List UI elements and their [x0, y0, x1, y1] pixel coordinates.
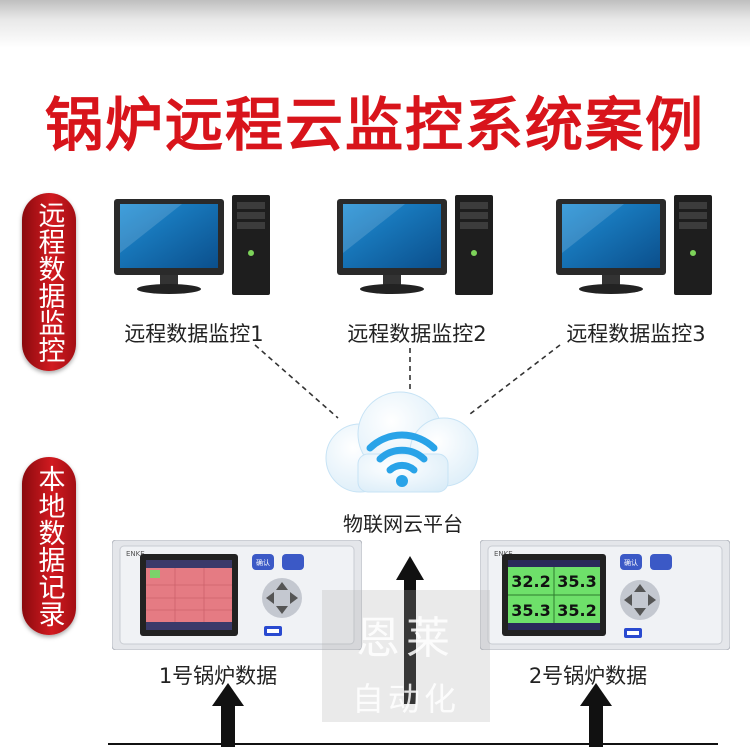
recorder-device-icon: ENKE 32.2 35.3 35.3 35.2 确认	[480, 540, 730, 650]
link-line-1	[254, 344, 339, 419]
desktop-computer-icon	[337, 195, 493, 295]
computer-label-3: 远程数据监控3	[566, 322, 706, 346]
reading-2: 35.3	[557, 572, 596, 591]
computer-label-1: 远程数据监控1	[124, 322, 264, 346]
desktop-computer-icon	[114, 195, 270, 295]
device-label-1: 1号锅炉数据	[158, 664, 278, 688]
reading-4: 35.2	[557, 601, 596, 620]
watermark: 恩莱 自动化	[322, 590, 490, 722]
cloud-label: 物联网云平台	[343, 512, 463, 536]
baseline	[108, 743, 718, 745]
watermark-line-2: 自动化	[351, 680, 460, 718]
computer-label-2: 远程数据监控2	[347, 322, 487, 346]
arrow-up-icon	[580, 683, 612, 747]
section-label-local: 本地数据记录	[22, 457, 76, 635]
device-brand: ENKE	[126, 550, 145, 558]
desktop-computer-icon	[556, 195, 712, 295]
watermark-line-1: 恩莱	[356, 613, 456, 664]
link-line-3	[469, 344, 561, 415]
arrow-up-icon	[396, 556, 424, 704]
device-label-2: 2号锅炉数据	[528, 664, 648, 688]
device-brand: ENKE	[494, 550, 513, 558]
arrow-up-icon	[212, 683, 244, 747]
page-title: 锅炉远程云监控系统案例	[44, 91, 705, 159]
wifi-icon	[366, 431, 438, 474]
confirm-button-label: 确认	[624, 558, 638, 567]
reading-1: 32.2	[511, 572, 550, 591]
confirm-button-label: 确认	[256, 558, 270, 567]
top-shadow-band	[0, 0, 750, 48]
section-label-remote: 远程数据监控	[22, 193, 76, 371]
reading-3: 35.3	[511, 601, 550, 620]
recorder-device-icon: ENKE 确认	[112, 540, 362, 650]
cloud-icon	[325, 391, 479, 493]
